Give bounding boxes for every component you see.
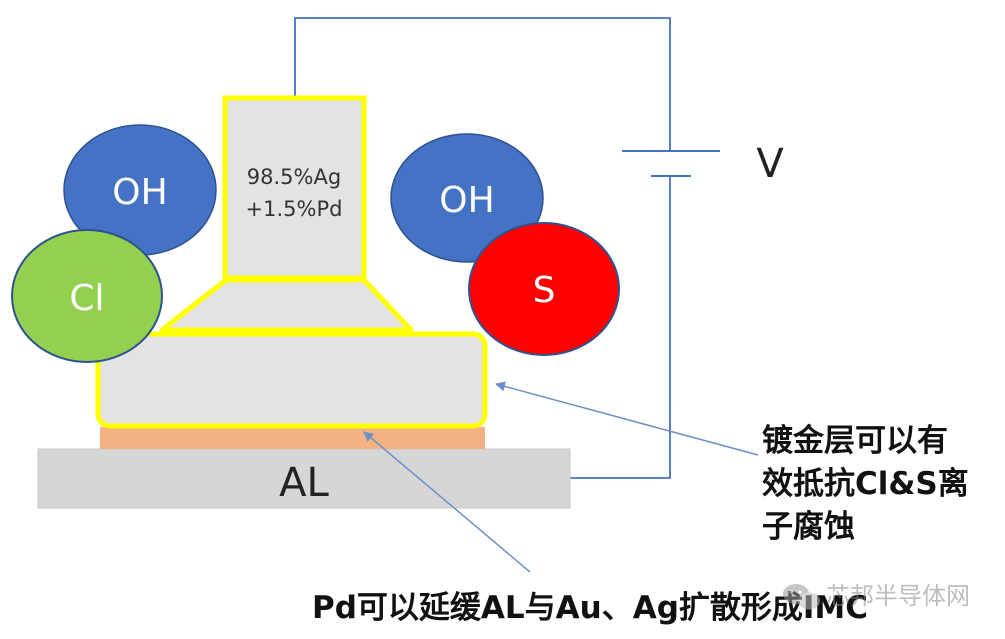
arrow-to-interface (363, 431, 531, 573)
wire-composition-line2: +1.5%Pd (246, 197, 343, 221)
oh-ion-left-label: OH (112, 172, 167, 213)
note-right-line3: 子腐蚀 (762, 509, 855, 545)
cl-ion (11, 229, 163, 363)
watermark: 芯邦半导体网 (783, 582, 970, 610)
oh-ion-right-label: OH (439, 180, 494, 221)
oh-ion-right (390, 133, 544, 263)
substrate-label: AL (279, 460, 329, 506)
note-right-line2: 效抵抗Cl&S离 (762, 466, 969, 502)
arrow-to-bond-pad (495, 381, 759, 456)
bond-wire (222, 95, 367, 281)
wire-composition-line1: 98.5%Ag (247, 165, 341, 189)
wechat-icon (783, 584, 820, 610)
al-substrate (37, 448, 571, 509)
voltage-label: V (756, 141, 784, 187)
note-right-line1: 镀金层可以有 (762, 423, 948, 459)
watermark-text: 芯邦半导体网 (826, 582, 970, 610)
s-ion (468, 222, 620, 356)
bond-pad (95, 331, 488, 429)
circuit-wire (294, 17, 671, 479)
note-bottom: Pd可以延缓AL与Au、Ag扩散形成IMC (312, 590, 868, 626)
s-ion-label: S (533, 270, 556, 311)
cl-ion-label: Cl (69, 278, 104, 319)
bond-ball-neck (159, 277, 414, 333)
interface-layer (100, 427, 485, 449)
